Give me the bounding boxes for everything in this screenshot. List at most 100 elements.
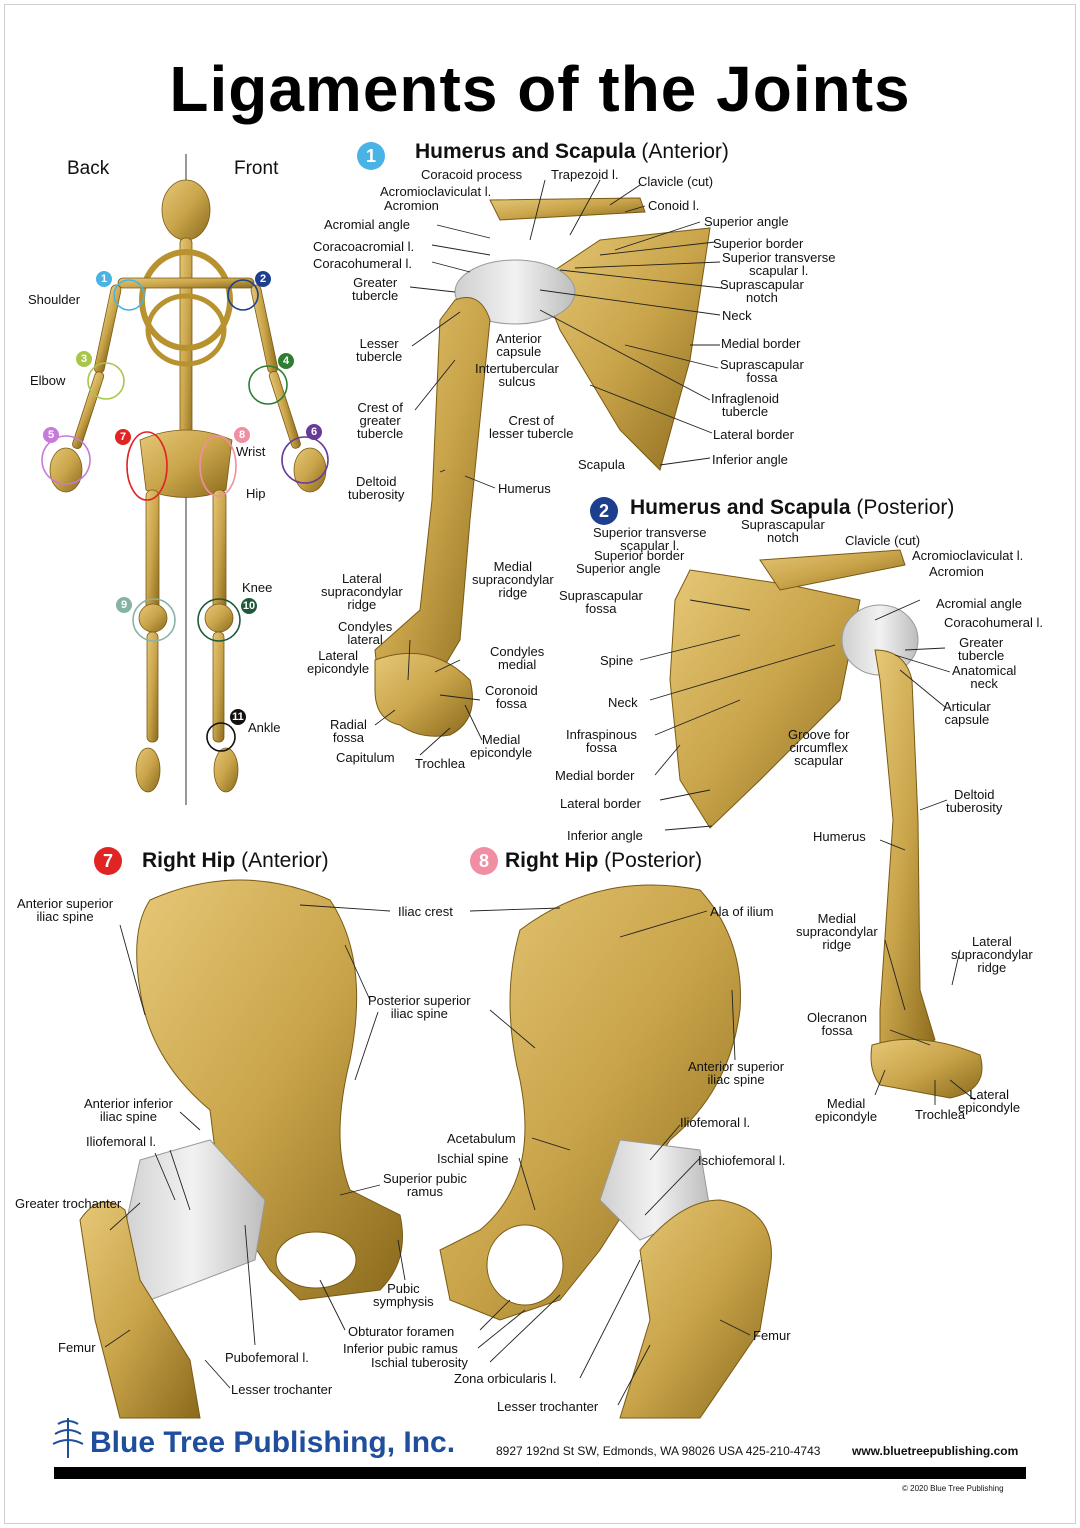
marker-2: 2	[255, 271, 271, 287]
label-deltoid-post: Deltoid tuberosity	[946, 787, 1003, 815]
section-badge-2: 2	[590, 497, 618, 525]
label-iliac-crest: Iliac crest	[398, 904, 453, 919]
label-suprascap-notch-ant: Suprascapular notch	[720, 277, 804, 305]
label-suprascap-notch-post: Suprascapular notch	[741, 517, 825, 545]
brand-name: Blue Tree Publishing, Inc.	[90, 1426, 456, 1459]
label-neck-ant: Neck	[722, 308, 752, 323]
label-suprascap-fossa-post: Suprascapular fossa	[559, 588, 643, 616]
label-ant-capsule: Anterior capsule	[496, 331, 542, 359]
joint-rings	[41, 279, 329, 752]
label-iliofemoral-ant: Iliofemoral l.	[86, 1134, 157, 1149]
label-acromion-ant: Acromion	[384, 198, 439, 213]
label-med-supra-post: Medial supracondylar ridge	[796, 911, 878, 952]
label-lateral-border-ant: Lateral border	[713, 427, 794, 442]
knee-label: Knee	[242, 580, 273, 595]
label-asis-post: Anterior superior iliac spine	[688, 1059, 785, 1087]
label-ischiofemoral: Ischiofemoral l.	[698, 1153, 786, 1168]
label-zona: Zona orbicularis l.	[454, 1371, 557, 1386]
label-humerus-post: Humerus	[813, 829, 866, 844]
label-inferior-angle-ant: Inferior angle	[712, 452, 788, 467]
label-scapula: Scapula	[578, 457, 625, 472]
label-groove: Groove for circumflex scapular	[788, 727, 850, 768]
label-infraglenoid: Infraglenoid tubercle	[711, 391, 779, 419]
label-med-supra-ant: Medial supracondylar ridge	[472, 559, 554, 600]
label-greater-tub-ant: Greater tubercle	[352, 275, 399, 303]
label-femur-post: Femur	[753, 1328, 791, 1343]
label-lateral-epi-post: Lateral epicondyle	[958, 1087, 1021, 1115]
label-medial-border-ant: Medial border	[721, 336, 801, 351]
label-obturator: Obturator foramen	[348, 1324, 455, 1339]
label-trochlea-ant: Trochlea	[415, 756, 466, 771]
label-superior-border-ant: Superior border	[713, 236, 804, 251]
label-pubic-sym: Pubic symphysis	[373, 1281, 434, 1309]
section-badge-7: 7	[94, 847, 122, 875]
label-infraspinous: Infraspinous fossa	[566, 727, 637, 755]
label-aiis: Anterior inferior iliac spine	[84, 1096, 173, 1124]
wrist-label: Wrist	[236, 444, 266, 459]
hip-posterior-art	[439, 884, 772, 1419]
label-art-capsule: Articular capsule	[943, 699, 991, 727]
marker-8: 8	[234, 427, 250, 443]
label-sup-transverse-ant: Superior transverse scapular l.	[722, 250, 836, 278]
label-lat-supra-ant: Lateral supracondylar ridge	[321, 571, 403, 612]
label-psis: Posterior superior iliac spine	[368, 993, 471, 1021]
label-acetabulum: Acetabulum	[447, 1131, 516, 1146]
marker-11: 11	[230, 709, 246, 725]
posterior-shoulder-art	[669, 549, 983, 1099]
label-spine: Spine	[600, 653, 634, 668]
label-crest-lesser: Crest of lesser tubercle	[489, 413, 574, 441]
marker-4: 4	[278, 353, 294, 369]
label-acromial-angle-post: Acromial angle	[936, 596, 1022, 611]
label-intertub: Intertubercular sulcus	[475, 361, 559, 389]
hip-anterior-art	[79, 879, 403, 1419]
label-clavicle-post: Clavicle (cut)	[845, 533, 921, 548]
label-medial-epi-post: Medial epicondyle	[815, 1096, 878, 1124]
label-coracohumeral-post: Coracohumeral l.	[944, 615, 1043, 630]
label-conoid: Conoid l.	[648, 198, 700, 213]
label-femur-ant: Femur	[58, 1340, 96, 1355]
label-radial-fossa: Radial fossa	[330, 717, 367, 745]
footer-bar	[54, 1467, 1026, 1479]
label-lesser-troch-ant: Lesser trochanter	[231, 1382, 333, 1397]
label-condyles-lat: Condyles lateral	[338, 619, 393, 647]
copyright: © 2020 Blue Tree Publishing	[902, 1484, 1004, 1493]
tree-logo	[52, 1418, 84, 1458]
section-badge-1: 1	[357, 142, 385, 170]
label-inf-pubic: Inferior pubic ramus	[343, 1341, 458, 1356]
label-clavicle-ant: Clavicle (cut)	[638, 174, 714, 189]
label-ala: Ala of ilium	[710, 904, 774, 919]
label-acromial-angle-ant: Acromial angle	[324, 217, 410, 232]
label-sup-transverse-post: Superior transverse scapular l.	[593, 525, 707, 553]
label-capitulum: Capitulum	[336, 750, 395, 765]
footer-url[interactable]: www.bluetreepublishing.com	[852, 1444, 1019, 1458]
marker-10: 10	[241, 598, 257, 614]
footer-address: 8927 192nd St SW, Edmonds, WA 98026 USA …	[496, 1444, 821, 1458]
label-lat-supra-post: Lateral supracondylar ridge	[951, 934, 1033, 975]
label-medial-epi-ant: Medial epicondyle	[470, 732, 533, 760]
label-condyles-med: Condyles medial	[490, 644, 545, 672]
label-coracoacromial: Coracoacromial l.	[313, 239, 415, 254]
label-superior-border-post: Superior border	[594, 548, 685, 563]
label-olecranon: Olecranon fossa	[807, 1010, 867, 1038]
marker-1: 1	[96, 271, 112, 287]
marker-9: 9	[116, 597, 132, 613]
shoulder-label: Shoulder	[28, 292, 81, 307]
label-superior-angle-ant: Superior angle	[704, 214, 789, 229]
label-crest-greater: Crest of greater tubercle	[357, 400, 404, 441]
label-asis-ant: Anterior superior iliac spine	[17, 896, 114, 924]
section-heading-1: Humerus and Scapula (Anterior)	[415, 140, 729, 163]
label-coracoid: Coracoid process	[421, 167, 523, 182]
marker-7: 7	[115, 429, 131, 445]
label-greater-troch: Greater trochanter	[15, 1196, 122, 1211]
label-ischial-tub: Ischial tuberosity	[371, 1355, 468, 1370]
label-trapezoid: Trapezoid l.	[551, 167, 619, 182]
marker-3: 3	[76, 351, 92, 367]
label-suprascap-fossa-ant: Suprascapular fossa	[720, 357, 804, 385]
page-title: Ligaments of the Joints	[169, 53, 911, 125]
elbow-label: Elbow	[30, 373, 66, 388]
section-heading-2: Humerus and Scapula (Posterior)	[630, 496, 955, 519]
label-inferior-angle-post: Inferior angle	[567, 828, 643, 843]
section-badge-8: 8	[470, 847, 498, 875]
label-lat-epi-ant: Lateral epicondyle	[307, 648, 370, 676]
